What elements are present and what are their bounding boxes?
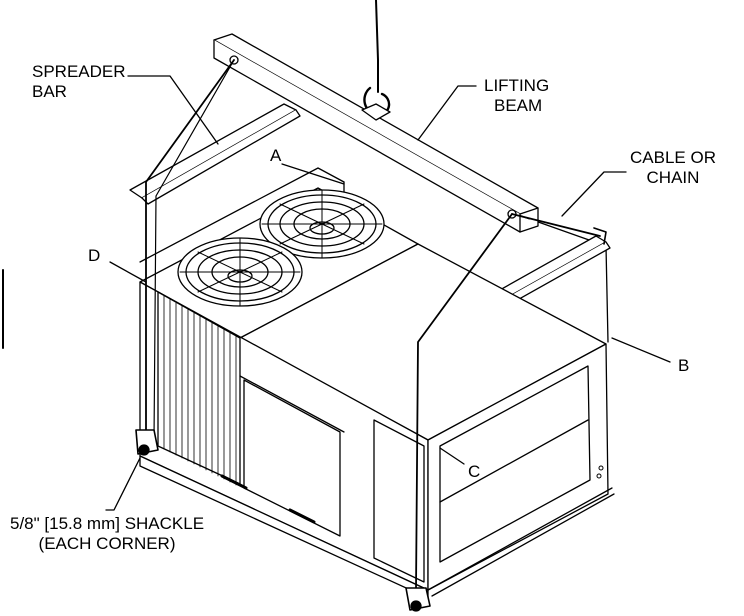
unit-top-right-edge [605,245,609,343]
leader-a [281,163,345,185]
side-bottom-trim [427,487,613,591]
access-panel-side [373,419,425,583]
cable-front-right [415,213,513,591]
spreader-bar-label: SPREADER BAR [32,62,126,102]
crane-cable [375,0,379,93]
coil-fins [163,295,237,486]
shackle-label-line1: 5/8" [15.8 mm] SHACKLE [10,514,205,533]
cable-or-chain-label-line2: CHAIN [646,168,700,187]
cable-or-chain-label: CABLE OR CHAIN [630,148,716,188]
fan-grille-front [177,237,303,307]
cable-back-right [511,213,601,237]
control-indicators [596,465,604,479]
corner-a-label: A [270,146,282,165]
beam-eye-right [507,209,517,219]
lifting-beam-label-line1: LIFTING [484,76,550,95]
cable-back-left [153,59,235,441]
lifting-beam-label: LIFTING BEAM [484,76,549,116]
leader-c [439,447,465,465]
shackle-front-left [135,429,159,456]
corner-c-label: C [468,462,481,481]
spreader-bar-label-line1: SPREADER [32,62,126,81]
beam-eye-left [229,55,239,65]
cable-or-chain-label-line1: CABLE OR [630,148,716,167]
leader-b [611,337,671,363]
shackle-label-line2: (EACH CORNER) [38,534,176,553]
corner-b-label: B [678,356,690,375]
spreader-bar-label-line2: BAR [32,82,67,101]
access-panel-front [243,379,341,537]
lifting-beam-label-line2: BEAM [494,96,543,115]
beam-center-fitting [361,103,391,121]
shackle-label: 5/8" [15.8 mm] SHACKLE (EACH CORNER) [10,514,204,554]
leader-lifting-beam [417,85,477,141]
cable-front-left [145,59,235,435]
fan-grille-back [259,189,385,259]
shackle-front-right [405,587,431,612]
leader-cable [561,171,627,217]
corner-d-label: D [88,246,101,265]
unit-side-face [427,343,609,591]
leader-spreader-bar [127,75,219,145]
unit-top-back-left [139,167,345,263]
shackle-back-right [593,227,607,245]
leader-shackle [105,457,141,511]
leader-d [109,261,147,283]
